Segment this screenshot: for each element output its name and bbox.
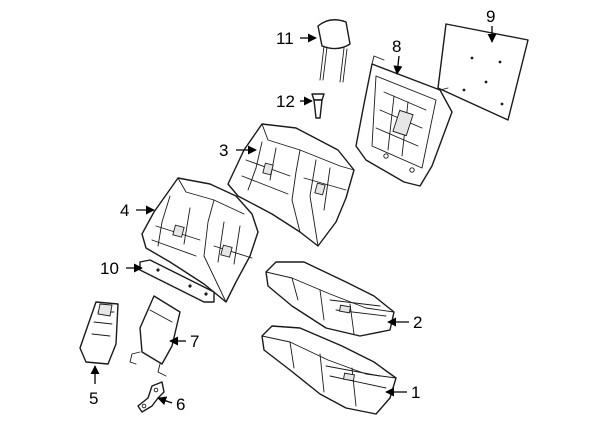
part-2-seat-cushion [265,261,395,337]
callout-5: 5 [89,389,98,408]
leader-lines [90,26,497,406]
part-9-back-panel [437,23,529,121]
part-8-seatback-frame [355,55,453,187]
callout-7: 7 [190,332,199,351]
part-3-backrest-cover [227,123,355,247]
callout-8: 8 [392,37,401,56]
part-5-side-bolster [79,301,119,365]
part-6-latch-bracket [137,381,165,413]
callout-3: 3 [219,141,228,160]
part-4-backrest-pad [141,177,259,303]
part-1-seat-cushion-frame [261,325,397,415]
callout-9: 9 [486,7,495,26]
leader-8 [393,55,403,75]
part-7-trim-panel [129,295,181,377]
part-11-headrest [317,19,351,83]
callout-12: 12 [276,92,295,111]
callout-2: 2 [413,313,422,332]
leader-6 [157,396,173,406]
callout-1: 1 [411,383,420,402]
callout-6: 6 [176,395,185,414]
callout-11: 11 [276,29,294,48]
callout-labels: 1 2 3 4 5 6 7 8 9 10 11 12 [89,7,495,414]
part-12-guide-sleeve [311,93,325,119]
callout-10: 10 [100,259,119,278]
callout-4: 4 [120,201,129,220]
